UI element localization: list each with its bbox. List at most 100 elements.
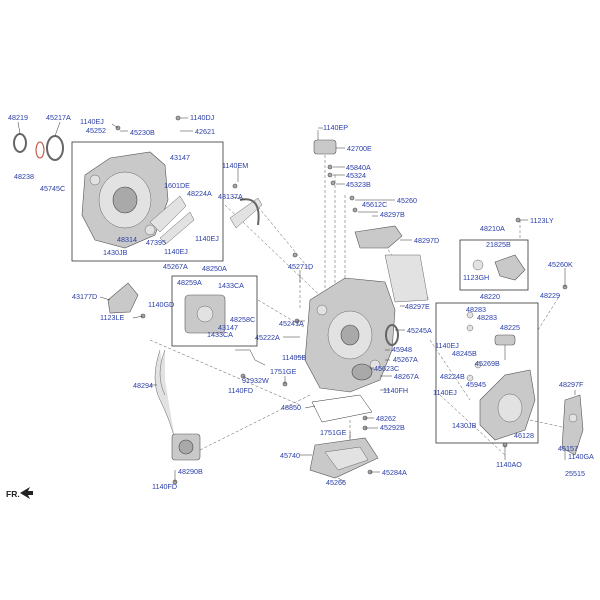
cover-plate-right [229,197,263,229]
part-label: 42621 [195,127,215,136]
solenoid-valve [184,294,226,334]
part-label: 1430JB [452,421,477,430]
part-label: 47395 [146,238,166,247]
oil-pipe [154,349,176,441]
part-label: 1140EJ [80,117,104,126]
part-label: 45284A [382,468,407,477]
case-plate [384,254,429,303]
converter-housing [81,151,169,249]
part-label: 48259A [177,278,202,287]
part-label: 48224A [187,189,212,198]
part-label: 1140GD [148,300,174,309]
part-label: 48219 [8,113,28,122]
part-label: 1140EJ [195,234,219,243]
mounting-bracket [561,394,584,456]
part-label: 48224B [440,372,465,381]
oil-cooler [171,433,201,461]
part-label: 48850 [281,403,301,412]
group-box-valve-body [171,275,258,347]
part-label: 48283 [466,305,486,314]
part-label: 1433CA [218,281,244,290]
part-label: 43147 [218,323,238,332]
part-label: 48290B [178,467,203,476]
part-label: 46157 [558,444,578,453]
part-label: 1140GA [568,452,594,461]
part-label: 45241A [279,319,304,328]
part-label: 48225 [500,323,520,332]
part-label: 11405B [282,353,306,362]
baffle-plate [149,195,195,245]
wire-clip [235,349,266,366]
o-ring-45245A [385,324,399,346]
direction-label: FR. [6,489,20,499]
part-label: 45260 [397,196,417,205]
part-label: 45245A [407,326,432,335]
shaft-48225 [494,334,516,360]
part-label: 45948 [392,345,412,354]
part-label: 48297D [414,236,439,245]
part-label: 1430JB [103,248,128,257]
part-label: 91932W [242,376,269,385]
part-label: 45271D [288,262,313,271]
part-label: 1140EP [323,123,348,132]
part-label: 43177D [72,292,97,301]
part-label: 48258C [230,315,255,324]
part-label: 1601DE [164,181,190,190]
part-label: 48297F [559,380,584,389]
transaxle-case [304,277,396,393]
part-label: 1123LE [100,313,124,322]
part-label: 48210A [480,224,505,233]
part-label: 43137A [218,192,243,201]
part-label: 1140EM [222,161,248,170]
part-label: 48294 [133,381,153,390]
bolts [115,115,568,485]
part-label: 1751GE [270,367,297,376]
part-label: 1140FH [383,386,408,395]
part-label: 45745C [40,184,65,193]
part-label: 45260K [548,260,573,269]
part-label: 45292B [380,423,405,432]
part-label: 48229 [540,291,560,300]
part-label: 45252 [86,126,106,135]
part-label: 48238 [14,172,34,181]
part-label: 1140FD [152,482,177,491]
part-label: 1123GH [463,273,489,282]
part-label: 48220 [480,292,500,301]
speed-sensor [313,130,337,155]
part-label: 48314 [117,235,137,244]
part-label: 1140EJ [433,388,457,397]
parking-pawl [472,254,526,281]
part-label: 48250A [202,264,227,273]
part-label: 45612C [362,200,387,209]
part-label: 45230B [130,128,155,137]
part-label: 21825B [486,240,511,249]
group-box-front-cover [71,141,224,262]
part-label: 45945 [466,380,486,389]
part-label: 45266 [326,478,346,487]
oil-pan [309,437,379,479]
part-label: 45222A [255,333,280,342]
group-box-parking-sprag [459,239,529,291]
detent-bracket [354,225,403,249]
part-label: 1140FD [228,386,253,395]
part-label: 1140EJ [164,247,188,256]
part-labels: 48219 45217A 1140EJ 45252 45230B 1140DJ … [8,113,594,491]
group-box-case-cover [435,302,539,444]
part-label: 1140EJ [435,341,459,350]
part-label: 48245B [452,349,477,358]
part-label: 1140AO [496,460,522,469]
bracket-left [107,282,139,314]
part-label: 43147 [170,153,190,162]
front-direction-indicator: FR. [6,487,33,499]
part-label: 48267A [394,372,419,381]
part-label: 1123LY [530,216,554,225]
part-label: 48297E [405,302,430,311]
part-label: 45269B [475,359,500,368]
oil-seal-left [13,133,64,161]
part-label: 45740 [280,451,300,460]
assembly-lines [149,155,576,470]
front-arrow-icon [20,487,33,499]
part-label: 45267A [393,355,418,364]
part-label: 45323B [346,180,371,189]
